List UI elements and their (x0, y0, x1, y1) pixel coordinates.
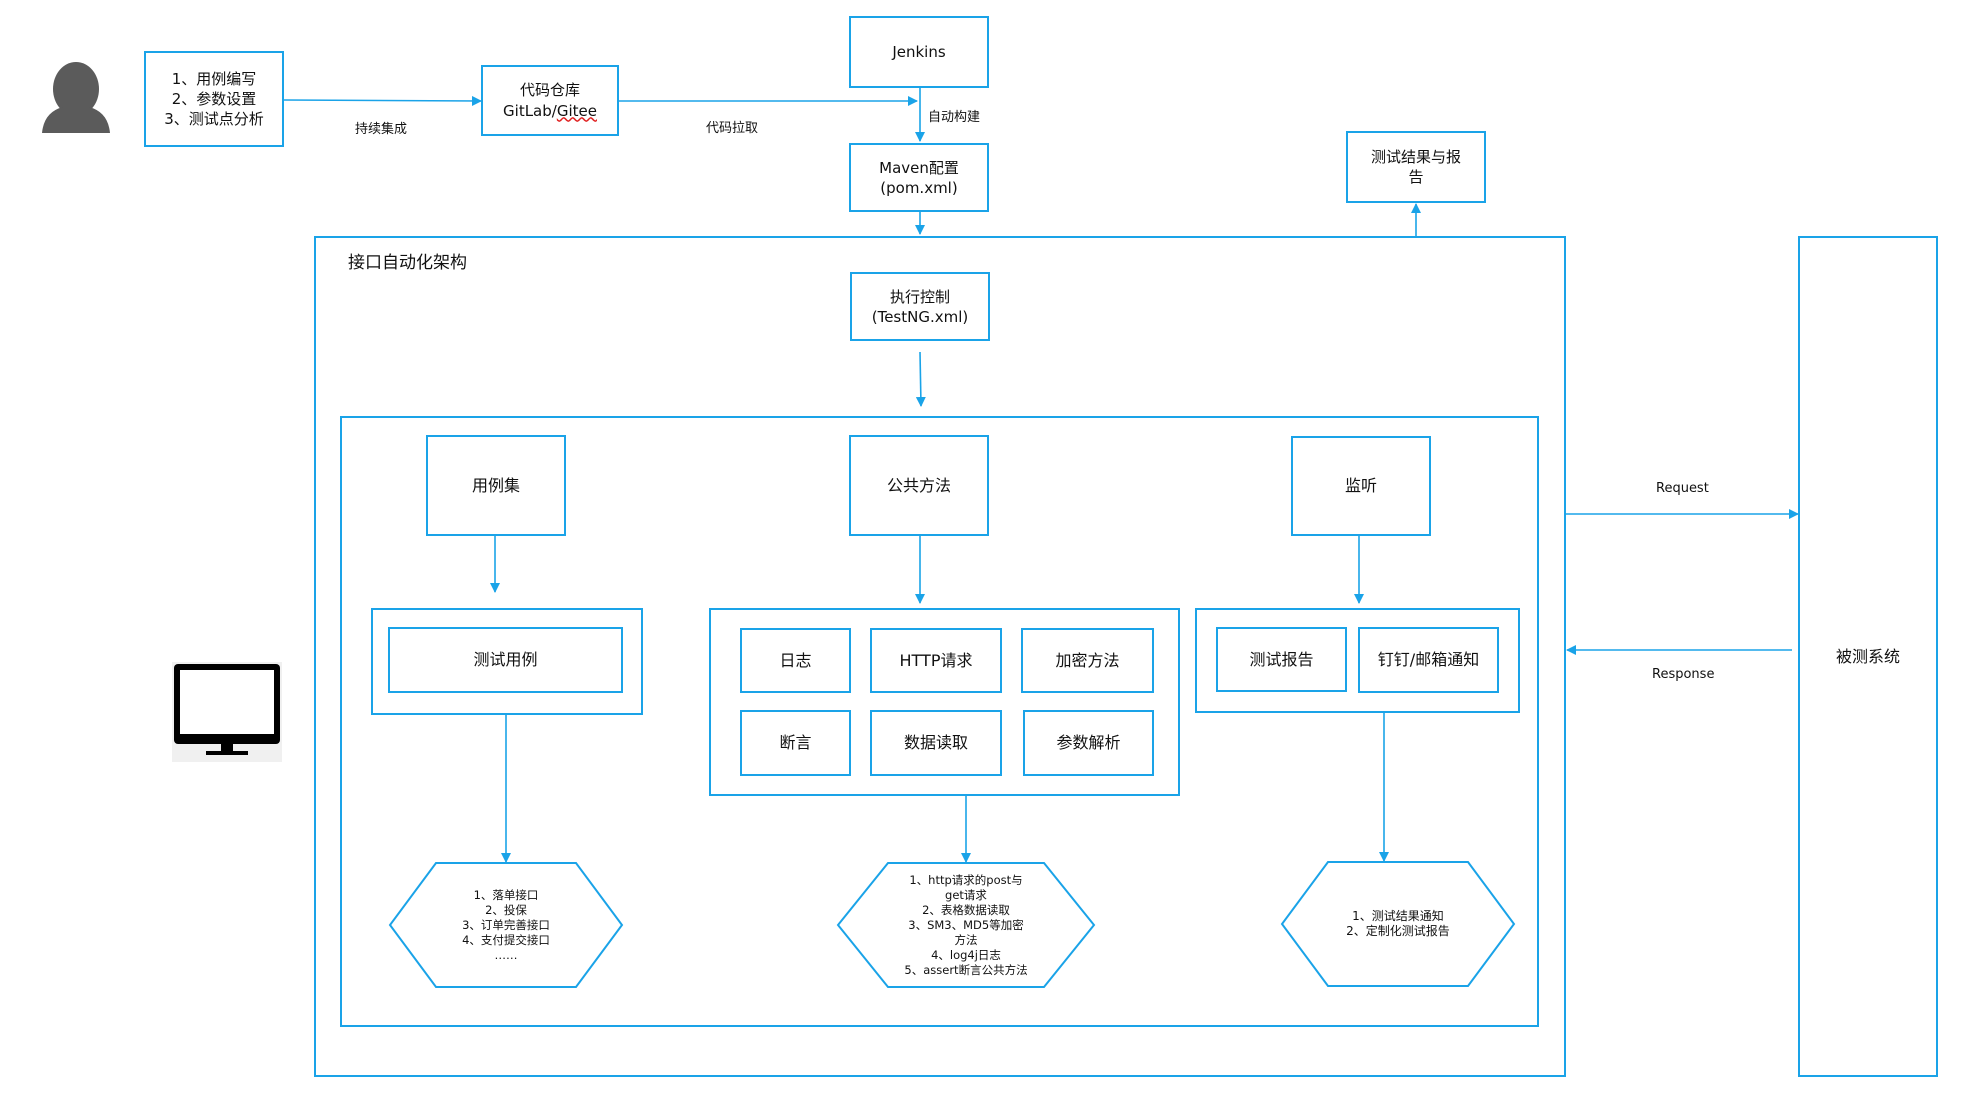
listener-hexagon-text: 1、测试结果通知 2、定制化测试报告 (1346, 909, 1450, 938)
code-repo-title: 代码仓库 (519, 80, 580, 99)
methods-hexagon: 1、http请求的post与 get请求 2、表格数据读取 3、SM3、MD5等… (836, 862, 1096, 988)
listener-group (1195, 608, 1520, 713)
test-report-box: 测试报告 (1216, 627, 1347, 692)
cases-hexagon: 1、落单接口 2、投保 3、订单完善接口 4、支付提交接口 …… (388, 862, 624, 988)
continuous-integration-label: 持续集成 (355, 122, 408, 137)
test-results-box: 测试结果与报 告 (1346, 131, 1486, 203)
code-repo-box: 代码仓库 GitLab/Gitee (481, 65, 619, 136)
log-box: 日志 (740, 628, 851, 693)
response-label: Response (1652, 667, 1715, 682)
system-under-test-box: 被测系统 (1798, 236, 1938, 1077)
maven-config-box: Maven配置 (pom.xml) (849, 143, 989, 212)
http-request-box: HTTP请求 (870, 628, 1002, 693)
auto-build-label: 自动构建 (928, 110, 981, 125)
cases-hexagon-text: 1、落单接口 2、投保 3、订单完善接口 4、支付提交接口 …… (462, 887, 550, 962)
arrow-exec-to-modules (915, 351, 926, 407)
listener-hexagon: 1、测试结果通知 2、定制化测试报告 (1280, 861, 1516, 987)
arrow-steps-to-repo (283, 95, 482, 106)
listener-box: 监听 (1291, 436, 1431, 536)
case-set-box: 用例集 (426, 435, 566, 536)
methods-group (709, 608, 1180, 796)
writing-steps-box: 1、用例编写 2、参数设置 3、测试点分析 (144, 51, 284, 147)
param-parse-box: 参数解析 (1023, 710, 1154, 776)
user-icon (42, 62, 110, 133)
architecture-title: 接口自动化架构 (348, 253, 467, 273)
test-case-group (371, 608, 643, 715)
monitor-icon (172, 662, 282, 762)
assertion-box: 断言 (740, 710, 851, 776)
public-methods-box: 公共方法 (849, 435, 989, 536)
modules-frame (340, 416, 1539, 1027)
encrypt-box: 加密方法 (1021, 628, 1154, 693)
code-repo-name: GitLab/Gitee (503, 101, 597, 120)
code-pull-label: 代码拉取 (706, 121, 759, 136)
test-case-box: 测试用例 (388, 627, 623, 693)
notify-box: 钉钉/邮箱通知 (1358, 627, 1499, 693)
methods-hexagon-text: 1、http请求的post与 get请求 2、表格数据读取 3、SM3、MD5等… (904, 872, 1028, 977)
jenkins-box: Jenkins (849, 16, 989, 88)
data-read-box: 数据读取 (870, 710, 1002, 776)
request-label: Request (1656, 481, 1709, 496)
exec-control-box: 执行控制 (TestNG.xml) (850, 272, 990, 341)
architecture-frame (314, 236, 1566, 1077)
